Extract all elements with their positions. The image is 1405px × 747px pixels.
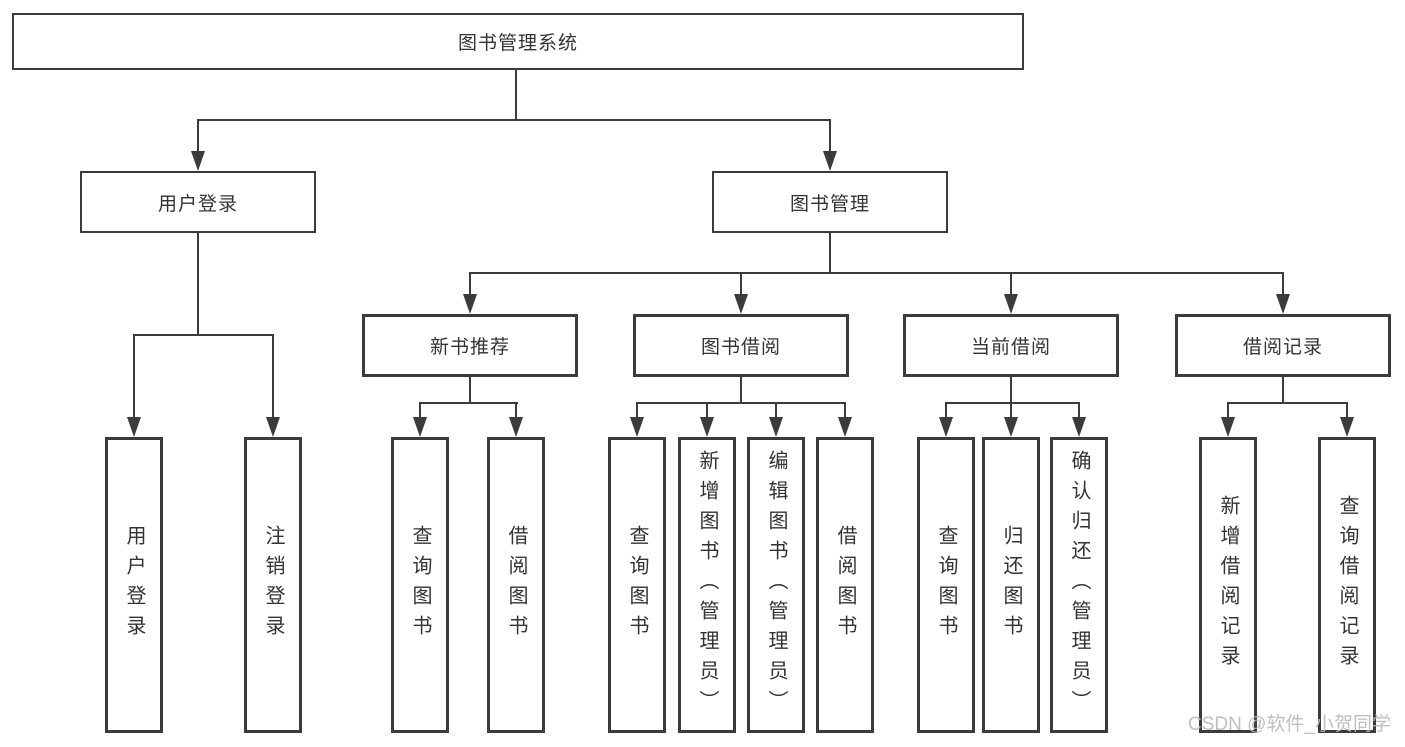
leaf-bb-query-book-label: 查询图书 <box>626 525 648 645</box>
connector-root-vline <box>515 70 517 120</box>
arrow-down-icon <box>1072 417 1086 437</box>
leaf-cb-query-book: 查询图书 <box>917 437 975 733</box>
leaf-rec-query-book-label: 查询图书 <box>409 525 431 645</box>
arrow-down-icon <box>769 417 783 437</box>
connector-leaf-logout-stub <box>272 336 274 417</box>
leaf-cb-confirm-return-admin: 确认归还（管理员） <box>1050 437 1108 733</box>
leaf-br-add-record-label: 新增借阅记录 <box>1217 495 1239 675</box>
leaf-cb-query-book-label: 查询图书 <box>935 525 957 645</box>
connector-stub <box>515 404 517 417</box>
leaf-bb-add-book-admin-label: 新增图书（管理员） <box>696 450 718 720</box>
node-user-login: 用户登录 <box>80 171 316 233</box>
node-borrowing-records-label: 借阅记录 <box>1242 337 1323 358</box>
connector-stub <box>706 404 708 417</box>
arrow-down-icon <box>1004 294 1018 314</box>
arrow-down-icon <box>939 417 953 437</box>
leaf-bb-edit-book-admin-label: 编辑图书（管理员） <box>765 450 787 720</box>
connector-book-borrow-hline <box>636 402 846 404</box>
connector-borrow-record-hline <box>1227 402 1348 404</box>
node-current-borrowing-label: 当前借阅 <box>970 337 1051 358</box>
node-user-login-label: 用户登录 <box>157 193 238 215</box>
leaf-cb-return-book-label: 归还图书 <box>1000 525 1022 645</box>
leaf-br-add-record: 新增借阅记录 <box>1199 437 1257 733</box>
connector-borrow-record-vline <box>1282 377 1284 403</box>
connector-leaf-login-stub <box>133 336 135 417</box>
node-new-book-recommend-label: 新书推荐 <box>429 337 510 358</box>
connector-stub <box>844 404 846 417</box>
leaf-rec-query-book: 查询图书 <box>391 437 449 733</box>
arrow-down-icon <box>838 417 852 437</box>
arrow-down-icon <box>823 151 837 171</box>
arrow-down-icon <box>509 417 523 437</box>
connector-user-login-vline <box>197 233 199 336</box>
leaf-cb-confirm-return-admin-label: 确认归还（管理员） <box>1068 450 1090 720</box>
node-library-management-system-label: 图书管理系统 <box>457 33 578 54</box>
leaf-user-login-label: 用户登录 <box>123 525 145 645</box>
leaf-br-query-record-label: 查询借阅记录 <box>1336 495 1358 675</box>
connector-book-borrow-stub <box>740 274 742 294</box>
connector-book-mgmt-hline <box>469 272 1284 274</box>
connector-stub <box>1346 404 1348 417</box>
connector-stub <box>1010 404 1012 417</box>
connector-root-hline <box>197 119 831 121</box>
arrow-down-icon <box>700 417 714 437</box>
node-book-borrowing-label: 图书借阅 <box>700 337 781 358</box>
connector-stub <box>1078 404 1080 417</box>
arrow-down-icon <box>413 417 427 437</box>
node-borrowing-records: 借阅记录 <box>1175 314 1391 377</box>
node-library-management-system: 图书管理系统 <box>12 13 1024 70</box>
arrow-down-icon <box>127 417 141 437</box>
leaf-br-query-record: 查询借阅记录 <box>1318 437 1376 733</box>
node-new-book-recommend: 新书推荐 <box>362 314 578 377</box>
leaf-bb-add-book-admin: 新增图书（管理员） <box>678 437 736 733</box>
leaf-user-login: 用户登录 <box>105 437 163 733</box>
node-book-management-label: 图书管理 <box>789 193 870 215</box>
arrow-down-icon <box>266 417 280 437</box>
arrow-down-icon <box>1004 417 1018 437</box>
connector-book-borrow-vline <box>740 377 742 403</box>
connector-book-mgmt-stub <box>829 121 831 151</box>
connector-user-login-hline <box>133 334 274 336</box>
arrow-down-icon <box>1221 417 1235 437</box>
connector-new-book-rec-hline <box>419 402 518 404</box>
arrow-down-icon <box>191 151 205 171</box>
arrow-down-icon <box>463 294 477 314</box>
leaf-cb-return-book: 归还图书 <box>982 437 1040 733</box>
csdn-watermark: CSDN @软件_小贺同学 <box>1188 714 1391 735</box>
leaf-bb-borrow-book-label: 借阅图书 <box>834 525 856 645</box>
connector-book-mgmt-vline <box>829 233 831 273</box>
arrow-down-icon <box>734 294 748 314</box>
leaf-rec-borrow-book: 借阅图书 <box>487 437 545 733</box>
arrow-down-icon <box>630 417 644 437</box>
node-book-management: 图书管理 <box>712 171 948 233</box>
arrow-down-icon <box>1340 417 1354 437</box>
node-current-borrowing: 当前借阅 <box>903 314 1119 377</box>
connector-borrow-record-stub <box>1282 274 1284 294</box>
connector-stub <box>945 404 947 417</box>
connector-new-book-rec-stub <box>469 274 471 294</box>
connector-current-borrow-stub <box>1010 274 1012 294</box>
connector-new-book-rec-vline <box>469 377 471 403</box>
leaf-bb-query-book: 查询图书 <box>608 437 666 733</box>
leaf-logout-label: 注销登录 <box>262 525 284 645</box>
leaf-rec-borrow-book-label: 借阅图书 <box>505 525 527 645</box>
connector-stub <box>775 404 777 417</box>
connector-current-borrow-vline <box>1010 377 1012 403</box>
connector-stub <box>419 404 421 417</box>
connector-user-login-stub <box>197 121 199 151</box>
leaf-logout: 注销登录 <box>244 437 302 733</box>
leaf-bb-borrow-book: 借阅图书 <box>816 437 874 733</box>
connector-stub <box>1227 404 1229 417</box>
connector-current-borrow-hline <box>945 402 1080 404</box>
node-book-borrowing: 图书借阅 <box>633 314 849 377</box>
arrow-down-icon <box>1276 294 1290 314</box>
connector-stub <box>636 404 638 417</box>
leaf-bb-edit-book-admin: 编辑图书（管理员） <box>747 437 805 733</box>
